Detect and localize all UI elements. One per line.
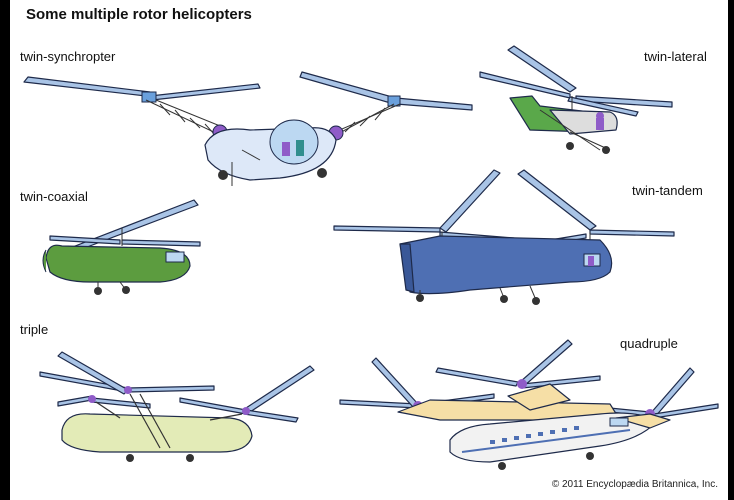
- label-twin-lateral: twin-lateral: [644, 49, 707, 64]
- twin-synchropter-helicopter: [23, 71, 473, 186]
- twin-lateral-helicopter: [479, 45, 673, 154]
- illustration-panel: Some multiple rotor helicopters twin-syn…: [10, 0, 728, 500]
- copyright-notice: © 2011 Encyclopædia Britannica, Inc.: [551, 479, 718, 490]
- label-twin-tandem: twin-tandem: [632, 183, 703, 198]
- twin-coaxial-helicopter: [42, 199, 201, 295]
- label-twin-synchropter: twin-synchropter: [20, 49, 116, 64]
- figure-title: Some multiple rotor helicopters: [26, 6, 252, 23]
- twin-tandem-helicopter: [333, 169, 675, 305]
- label-twin-coaxial: twin-coaxial: [20, 189, 88, 204]
- label-quadruple: quadruple: [620, 336, 678, 351]
- quadruple-helicopter: [339, 339, 719, 470]
- triple-helicopter: [39, 351, 315, 462]
- label-triple: triple: [20, 322, 49, 337]
